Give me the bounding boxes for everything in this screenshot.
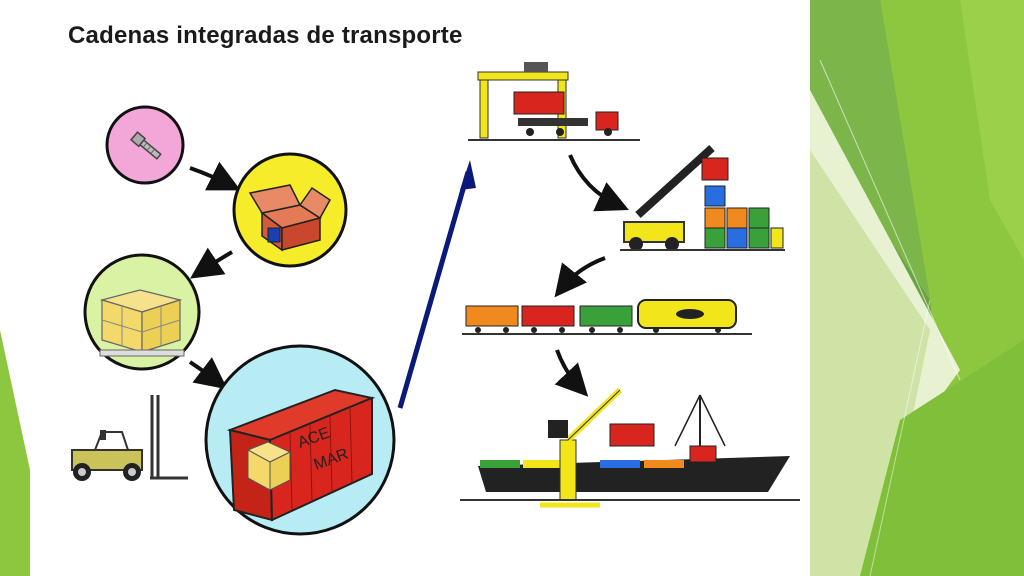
reach-stacker-icon bbox=[620, 145, 785, 251]
freight-train-icon bbox=[462, 299, 752, 335]
bolt-icon bbox=[130, 131, 162, 160]
box-stage bbox=[232, 152, 348, 268]
forklift-icon bbox=[71, 395, 188, 481]
pallet-icon bbox=[99, 289, 185, 357]
container-stage: ACE MAR bbox=[204, 344, 396, 536]
gantry-crane-truck-icon bbox=[468, 62, 640, 141]
left-decoration bbox=[0, 330, 30, 576]
arrow-stacker-train bbox=[554, 256, 606, 298]
blue-arrow bbox=[397, 171, 471, 409]
open-box-icon bbox=[248, 184, 331, 252]
arrow-train-ship bbox=[554, 349, 589, 397]
arrow-gantry-stacker bbox=[568, 154, 629, 212]
pallet-stage bbox=[83, 253, 201, 371]
blue-arrow-head bbox=[460, 160, 476, 190]
container-ship-icon bbox=[460, 387, 800, 508]
arrow-1-2 bbox=[189, 161, 241, 191]
bolt-stage bbox=[105, 105, 185, 185]
arrow-3-4 bbox=[188, 357, 228, 390]
slide-title: Cadenas integradas de transporte bbox=[68, 22, 463, 49]
arrow-2-3 bbox=[190, 247, 234, 279]
container-icon: ACE MAR bbox=[226, 388, 376, 522]
